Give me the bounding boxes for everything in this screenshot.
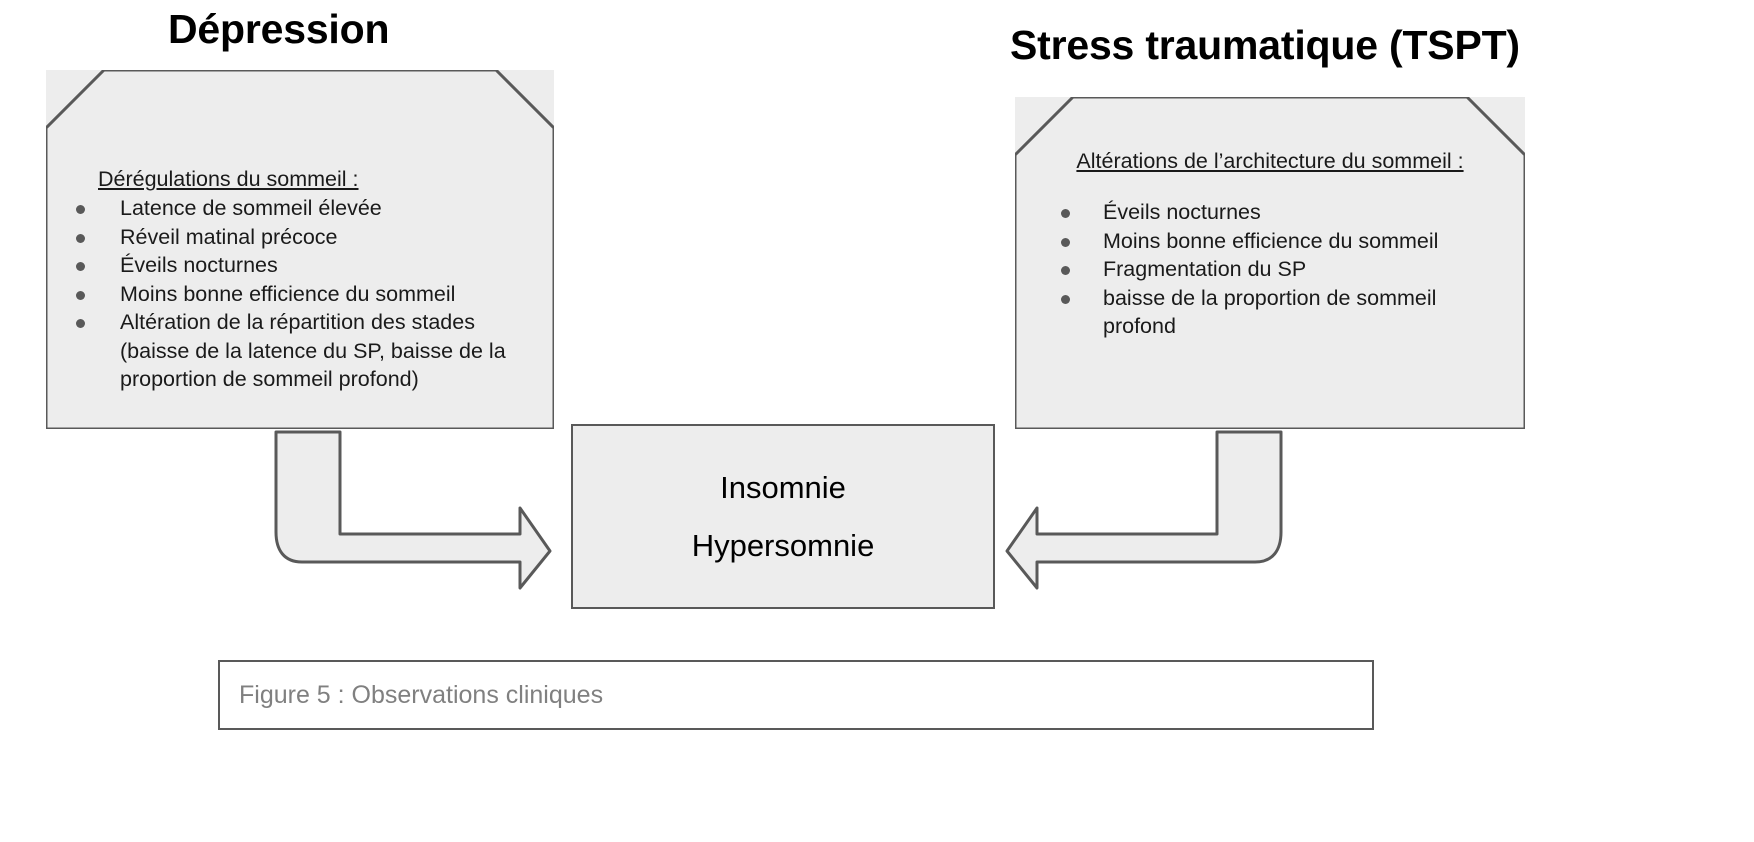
right-panel-list-wrap: Éveils nocturnes Moins bonne efficience …: [1015, 198, 1525, 341]
bullet-dot-icon: [76, 205, 85, 214]
list-item-label: Fragmentation du SP: [1103, 257, 1307, 281]
center-panel-line-1: Insomnie: [720, 469, 846, 505]
bullet-dot-icon: [1061, 209, 1070, 218]
bullet-dot-icon: [76, 262, 85, 271]
list-item: Éveils nocturnes: [46, 251, 554, 280]
right-panel-subtitle: Altérations de l’architecture du sommeil…: [1076, 149, 1464, 173]
center-panel-line-2: Hypersomnie: [691, 527, 875, 563]
left-panel-heading: Dépression: [168, 6, 390, 52]
bullet-dot-icon: [76, 233, 85, 243]
left-panel-content: Dérégulations du sommeil : Latence de so…: [46, 70, 554, 429]
left-panel-shape: [46, 70, 554, 429]
right-panel-box: Altérations de l’architecture du sommeil…: [1015, 97, 1525, 429]
list-item-label: baisse de la proportion de sommeil profo…: [1103, 285, 1437, 339]
list-item-label: Éveils nocturnes: [120, 253, 278, 277]
center-panel-box: Insomnie Hypersomnie: [571, 424, 995, 609]
list-item-label: Moins bonne efficience du sommeil: [1103, 228, 1439, 253]
figure-caption-text: Figure 5 : Observations cliniques: [239, 681, 604, 709]
list-item-label: Éveils nocturnes: [1103, 200, 1261, 224]
list-item: baisse de la proportion de sommeil profo…: [1015, 284, 1525, 341]
left-panel-list-wrap: Latence de sommeil élevée Réveil matinal…: [46, 194, 554, 394]
list-item-label: Altération de la répartition des stades …: [120, 310, 506, 391]
right-panel-subtitle-wrap: Altérations de l’architecture du sommeil…: [1055, 147, 1485, 176]
arrow-right-to-center-icon: [1005, 430, 1283, 590]
right-panel-shape: [1015, 97, 1525, 429]
list-item-label: Réveil matinal précoce: [120, 224, 338, 249]
right-panel-heading: Stress traumatique (TSPT): [1010, 22, 1520, 68]
left-panel-subtitle: Dérégulations du sommeil :: [98, 167, 359, 191]
bullet-dot-icon: [1061, 266, 1070, 275]
figure-caption-box: Figure 5 : Observations cliniques: [218, 660, 1374, 730]
bullet-dot-icon: [76, 290, 85, 300]
left-panel-bullet-list: Latence de sommeil élevée Réveil matinal…: [46, 194, 554, 394]
arrow-left-to-center-icon: [274, 430, 552, 590]
right-panel-bullet-list: Éveils nocturnes Moins bonne efficience …: [1015, 198, 1525, 341]
bullet-dot-icon: [1061, 294, 1070, 304]
list-item: Éveils nocturnes: [1015, 198, 1525, 227]
list-item: Moins bonne efficience du sommeil: [1015, 227, 1525, 256]
list-item-label: Latence de sommeil élevée: [120, 196, 382, 220]
list-item: Latence de sommeil élevée: [46, 194, 554, 223]
list-item: Altération de la répartition des stades …: [46, 308, 554, 394]
bullet-dot-icon: [76, 319, 85, 328]
right-panel-content: Altérations de l’architecture du sommeil…: [1015, 97, 1525, 429]
left-panel-box: Dérégulations du sommeil : Latence de so…: [46, 70, 554, 429]
bullet-dot-icon: [1061, 237, 1070, 247]
list-item-label: Moins bonne efficience du sommeil: [120, 281, 456, 306]
list-item: Moins bonne efficience du sommeil: [46, 280, 554, 309]
list-item: Réveil matinal précoce: [46, 223, 554, 252]
list-item: Fragmentation du SP: [1015, 255, 1525, 284]
